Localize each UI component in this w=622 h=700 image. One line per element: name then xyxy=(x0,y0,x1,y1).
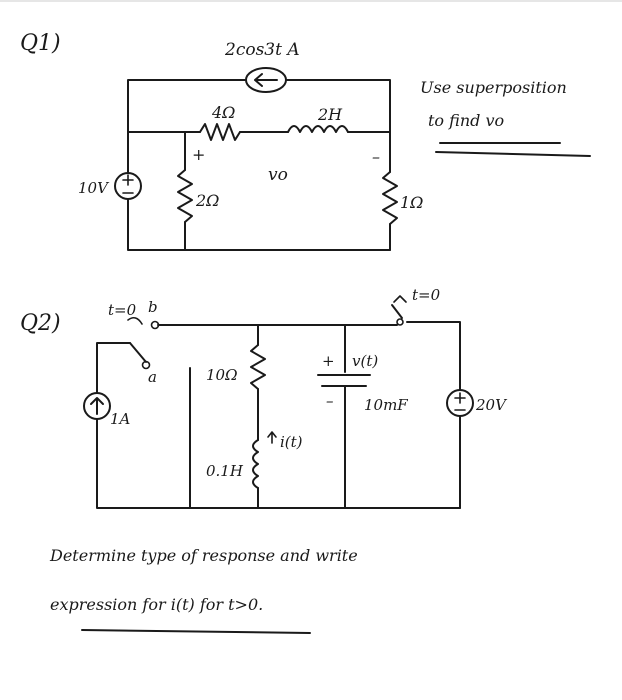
q1-resistor-4ohm xyxy=(199,123,241,141)
q2-resistor-label: 10Ω xyxy=(206,366,238,384)
q2-switch1-a-label: a xyxy=(148,368,157,386)
q1-plus-sign: + xyxy=(192,145,205,164)
q1-vo-label: vo xyxy=(268,165,288,185)
q2-label: Q2) xyxy=(20,311,61,336)
q1-inductor-2h xyxy=(287,125,349,133)
top-divider xyxy=(0,0,622,2)
q2-resistor-10ohm xyxy=(250,344,266,390)
q2-question-line2: expression for i(t) for t>0. xyxy=(50,595,263,614)
q1-instruction-line1: Use superposition xyxy=(420,78,567,97)
q2-switch1-label: t=0 xyxy=(108,301,137,319)
q2-switch2-blade xyxy=(391,304,403,319)
q2-question-underline xyxy=(81,629,311,634)
q2-voltage-source-label: 20V xyxy=(475,396,508,414)
q2-capacitor-10mf xyxy=(317,374,371,387)
q1-instruction-underline xyxy=(435,142,591,157)
q2-cap-voltage-label: v(t) xyxy=(352,352,378,370)
q1-current-source xyxy=(245,67,287,93)
q1-minus-sign: – xyxy=(372,147,380,166)
q2-inductor-01h xyxy=(252,439,259,489)
q2-wire-left-top xyxy=(96,342,131,394)
q1-label: Q1) xyxy=(20,31,61,56)
q2-current-source-label: 1A xyxy=(110,410,131,428)
q2-switch2-label: t=0 xyxy=(412,286,441,304)
q1-voltage-source-label: 10V xyxy=(78,179,110,197)
q2-inductor-label: 0.1H xyxy=(206,462,244,480)
q1-resistor-4ohm-label: 4Ω xyxy=(211,103,235,122)
q1-voltage-polarity-icon xyxy=(122,174,134,194)
q1-resistor-2ohm xyxy=(177,169,193,223)
q1-instruction-line2: to find vo xyxy=(428,111,504,130)
q2-diagram: Q2) t=0 b a 1A 10Ω xyxy=(20,286,508,634)
q1-current-source-label: 2cos3t A xyxy=(224,40,300,60)
q2-voltage-polarity-icon xyxy=(454,392,466,411)
q1-resistor-1ohm-label: 1Ω xyxy=(400,193,423,212)
q2-current-arrow-icon xyxy=(267,431,277,444)
q2-switch1-b-label: b xyxy=(148,298,158,316)
q2-switch1-blade xyxy=(129,342,147,363)
q1-wire-bottom xyxy=(127,198,391,251)
q2-switch1-arrow-icon xyxy=(127,316,143,325)
q2-wire-bottom xyxy=(96,418,461,509)
q1-inductor-label: 2H xyxy=(317,105,343,124)
q2-switch2-arrow-icon xyxy=(393,295,407,303)
q1-wire-top-right xyxy=(286,79,391,133)
q2-current-arrow-up-icon xyxy=(90,397,104,415)
q2-question-line1: Determine type of response and write xyxy=(49,546,358,565)
q1-current-arrow-left-icon xyxy=(254,73,278,87)
q1-resistor-2ohm-label: 2Ω xyxy=(195,191,219,210)
q2-switch2-contact xyxy=(396,318,404,326)
q2-cap-plus: + xyxy=(322,352,335,370)
q1-wire-top-left xyxy=(127,79,246,133)
q2-cap-minus: – xyxy=(326,392,334,410)
q1-resistor-1ohm xyxy=(382,171,398,225)
q2-wire-top-right xyxy=(406,321,461,391)
q2-capacitor-label: 10mF xyxy=(364,396,408,414)
q2-current-label: i(t) xyxy=(280,433,303,451)
q1-diagram: Q1) 2cos3t A 4Ω 2H 10V xyxy=(20,31,591,251)
q2-switch1-contact-b xyxy=(150,320,160,330)
